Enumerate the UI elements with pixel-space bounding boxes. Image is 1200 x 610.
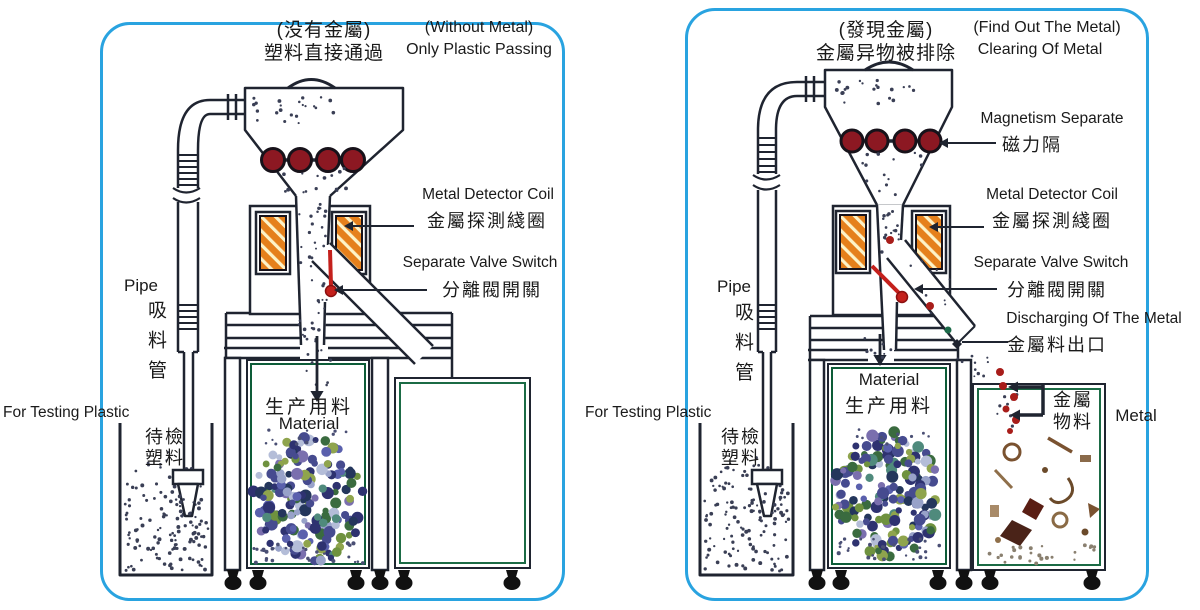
right-discharge-label-zh: 金屬料出口 [1007, 335, 1107, 355]
suction-pipe [752, 76, 825, 470]
flow-arrow [863, 334, 893, 366]
right-detector-label-zh: 金屬探測綫圈 [992, 211, 1112, 231]
separate-valve [324, 249, 338, 298]
suction-nozzle [750, 468, 786, 521]
right-discharge-label-en: Discharging Of The Metal [1006, 310, 1182, 327]
right-material-label-en: Material [858, 370, 920, 389]
right-valve-label-en: Separate Valve Switch [973, 254, 1129, 271]
magnet-row [839, 128, 943, 154]
empty-cabinet [394, 377, 531, 569]
left-material-label-en: Material [278, 414, 340, 433]
left-valve-label-zh: 分離閥開關 [442, 280, 542, 300]
left-machine [118, 78, 531, 590]
hopper-granule-dots [252, 96, 348, 194]
panel-find-metal [685, 8, 1149, 601]
right-pipe-label-zh: 吸料管 [732, 302, 753, 392]
right-testing-label-zh: 待檢 塑料 [721, 427, 761, 468]
casters [224, 570, 521, 590]
right-pipe-label-en: Pipe [716, 277, 752, 296]
left-detector-label-en: Metal Detector Coil [422, 186, 554, 203]
testing-container [698, 423, 795, 577]
right-metal-label-en: Metal [1115, 406, 1157, 425]
left-material-label-zh: 生产用料 [264, 397, 354, 418]
collect-arrows [1008, 381, 1045, 421]
casters [808, 570, 1101, 590]
magnet-row [260, 147, 366, 173]
right-material-label-zh: 生产用料 [844, 396, 934, 417]
leader-lines [334, 221, 427, 295]
testing-container [118, 423, 214, 577]
flow-arrow [310, 336, 324, 402]
metal-debris [987, 436, 1100, 566]
left-pipe-label-zh: 吸料管 [145, 300, 166, 390]
plastic-pile [703, 456, 791, 573]
leader-lines [914, 138, 1008, 343]
left-title-en-line1: (Without Metal) [424, 19, 534, 36]
right-valve-label-zh: 分離閥開關 [1007, 280, 1107, 300]
right-title-en-line1: (Find Out The Metal) [973, 19, 1121, 36]
left-title-zh-line2: 塑料直接通過 [263, 43, 385, 64]
right-machine [698, 60, 1106, 590]
drop-channel [875, 204, 905, 351]
hopper-granule-dots [834, 78, 924, 197]
left-testing-label-zh: 待檢 塑料 [145, 427, 185, 468]
right-metalbox-label-zh: 金屬 物料 [1053, 390, 1093, 432]
left-detector-label-zh: 金屬探測綫圈 [427, 211, 547, 231]
left-valve-label-en: Separate Valve Switch [402, 254, 558, 271]
right-title-en-line2: Clearing Of Metal [977, 41, 1103, 58]
separate-valve [870, 264, 909, 304]
discharge-chute [886, 239, 976, 349]
left-title-zh-line1: (没有金屬) [276, 20, 372, 41]
right-magnetism-label-zh: 磁力隔 [1002, 135, 1062, 155]
hopper [243, 78, 405, 197]
right-testing-label-en: For Testing Plastic [585, 404, 712, 421]
drop-channel [294, 195, 333, 387]
suction-pipe [172, 94, 245, 470]
plastic-granules [247, 428, 368, 566]
plastic-granules [830, 426, 942, 562]
panel-without-metal [100, 22, 565, 601]
left-pipe-label-en: Pipe [123, 276, 159, 295]
right-title-zh-line2: 金屬异物被排除 [815, 43, 957, 64]
suction-nozzle [171, 468, 205, 521]
right-detector-label-en: Metal Detector Coil [986, 186, 1118, 203]
plastic-pile [123, 451, 210, 572]
right-title-zh-line1: (發現金屬) [838, 20, 934, 41]
left-title-en-line2: Only Plastic Passing [406, 41, 552, 58]
right-magnetism-label-en: Magnetism Separate [980, 110, 1124, 127]
left-testing-label-en: For Testing Plastic [3, 404, 130, 421]
